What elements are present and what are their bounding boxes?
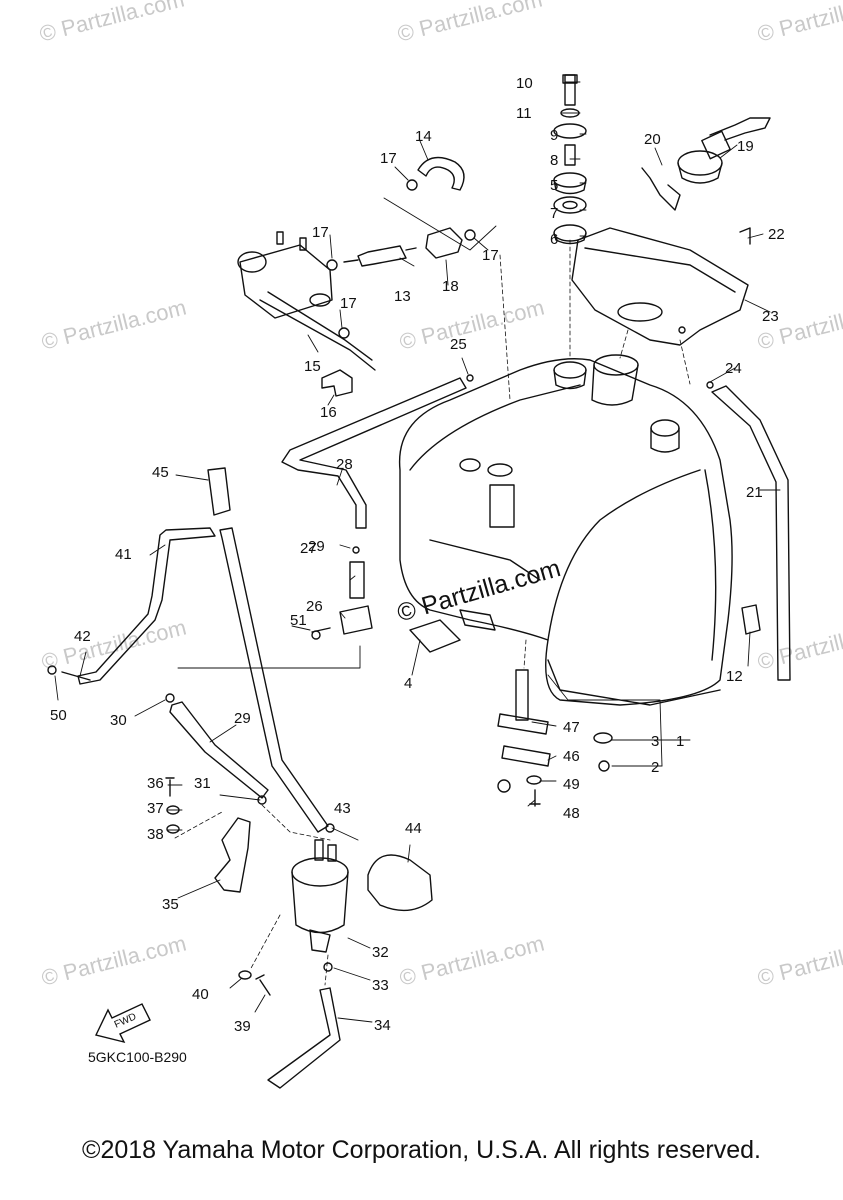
callout-7: 7 [550,205,559,222]
hose [417,156,465,191]
callout-36: 36 [147,775,164,792]
fuel-pump [291,839,349,953]
clip [207,467,231,516]
callout-17: 17 [380,150,397,167]
callout-8: 8 [550,152,559,169]
callout-3: 3 [651,733,660,750]
callout-17: 17 [340,295,357,312]
callout-29: 29 [234,710,251,727]
callout-12: 12 [726,668,743,685]
callout-37: 37 [147,800,164,817]
callout-1: 1 [676,733,685,750]
callout-40: 40 [192,986,209,1003]
callout-41: 41 [115,546,132,563]
callout-28: 28 [336,456,353,473]
callout-39: 39 [234,1018,251,1035]
callout-11: 11 [516,105,532,122]
callout-45: 45 [152,464,169,481]
callout-30: 30 [110,712,127,729]
callout-44: 44 [405,820,422,837]
callout-15: 15 [304,358,321,375]
fitting [425,227,463,259]
callout-32: 32 [372,944,389,961]
callout-33: 33 [372,977,389,994]
callout-13: 13 [394,288,411,305]
fwd-arrow-icon: FWD [94,1003,151,1044]
callout-49: 49 [563,776,580,793]
callout-10: 10 [516,75,533,92]
fuel-sender [497,669,551,793]
hose [281,377,467,529]
hose-spring [61,671,91,681]
copyright-notice: ©2018 Yamaha Motor Corporation, U.S.A. A… [82,1136,761,1164]
inline-filter [343,245,417,267]
hose [219,527,329,833]
bracket [214,817,251,893]
callout-29: 29 [308,538,325,555]
callout-17: 17 [482,247,499,264]
mount-stack [553,74,587,245]
canister [237,231,376,371]
assembly-lines [174,239,691,986]
hose [169,701,269,799]
leader-lines [54,81,781,1023]
bracket [321,369,353,397]
callout-25: 25 [450,336,467,353]
callout-24: 24 [725,360,742,377]
reference-code: 5GKC100-B290 [88,1049,187,1065]
callout-9: 9 [550,127,559,144]
callout-51: 51 [290,612,307,629]
callout-46: 46 [563,748,580,765]
callout-27: 27 [300,540,317,557]
fuel-tank [398,354,733,706]
callout-47: 47 [563,719,580,736]
callout-4: 4 [404,675,413,692]
callout-26: 26 [306,598,323,615]
callout-20: 20 [644,131,661,148]
callout-2: 2 [651,759,660,776]
callout-21: 21 [746,484,763,501]
hose [711,385,791,681]
callout-22: 22 [768,226,785,243]
hose [267,987,341,1089]
callout-19: 19 [737,138,754,155]
hose [77,527,216,685]
callout-6: 6 [550,231,559,248]
fuel-cap [677,117,771,184]
callout-18: 18 [442,278,459,295]
callout-42: 42 [74,628,91,645]
callout-31: 31 [194,775,211,792]
callout-23: 23 [762,308,779,325]
callout-14: 14 [415,128,432,145]
rod [641,167,681,211]
callout-17: 17 [312,224,329,241]
clip [741,604,761,635]
callout-35: 35 [162,896,179,913]
cover [367,854,433,912]
callout-34: 34 [374,1017,391,1034]
callout-43: 43 [334,800,351,817]
callout-38: 38 [147,826,164,843]
hardware [47,227,751,996]
callout-5: 5 [550,177,559,194]
callout-50: 50 [50,707,67,724]
clamps [326,179,476,339]
callout-16: 16 [320,404,337,421]
callout-48: 48 [563,805,580,822]
storage-tray [571,227,749,346]
